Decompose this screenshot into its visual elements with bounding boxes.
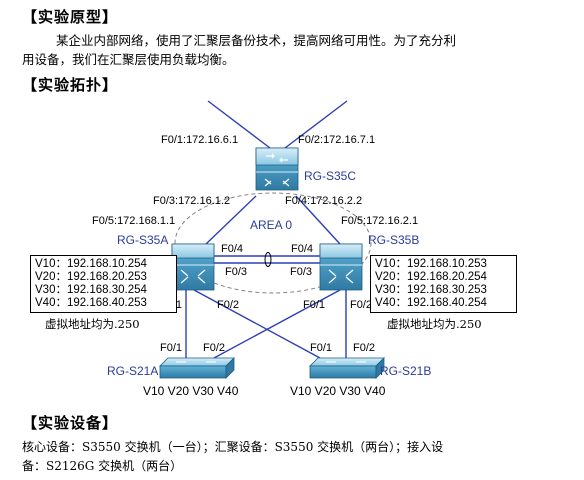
core-f03-label: F0/3:172.16.1.2 bbox=[153, 195, 230, 207]
dist-b-vlan-box: V10：192.168.10.253 V20：192.168.20.254 V3… bbox=[370, 255, 517, 313]
access-switch-a-icon bbox=[159, 357, 235, 379]
access-a-name: RG-S21A bbox=[107, 364, 158, 378]
dist-a-name: RG-S35A bbox=[117, 233, 168, 247]
dist-a-vlan-20: V20：192.168.20.253 bbox=[35, 271, 147, 283]
dist-b-f02-label: F0/2 bbox=[350, 299, 372, 311]
dist-switch-a-icon bbox=[171, 243, 215, 291]
link-core-dist-a bbox=[205, 195, 257, 245]
access-a-f02-label: F0/2 bbox=[203, 342, 225, 354]
core-uplink-f02 bbox=[284, 100, 348, 149]
dist-b-vlan-40: V40：192.168.40.254 bbox=[375, 297, 487, 309]
core-f01-label: F0/1:172.16.6.1 bbox=[161, 134, 238, 146]
prototype-text-line-2: 用设备，我们在汇聚层使用负载均衡。 bbox=[22, 52, 235, 67]
dist-a-vlan-10: V10：192.168.10.254 bbox=[35, 258, 147, 270]
core-switch-icon bbox=[255, 147, 299, 191]
core-switch-name: RG-S35C bbox=[304, 169, 356, 183]
access-b-f01-label: F0/1 bbox=[310, 342, 332, 354]
dist-a-virtual-address-note: 虚拟地址均为.250 bbox=[45, 317, 140, 331]
dist-b-virtual-address-note: 虚拟地址均为.250 bbox=[387, 317, 482, 331]
core-f04-label: F0/4:172.16.2.2 bbox=[285, 195, 362, 207]
prototype-heading: 【实验原型】 bbox=[22, 8, 119, 26]
dist-a-vlan-box: V10：192.168.10.254 V20：192.168.20.253 V3… bbox=[30, 255, 177, 313]
access-a-vlans: V10 V20 V30 V40 bbox=[143, 384, 239, 398]
access-switch-b-icon bbox=[309, 357, 385, 379]
equipment-heading: 【实验设备】 bbox=[22, 414, 119, 432]
prototype-text-line-1: 某企业内部网络，使用了汇聚层备份技术，提高网络可用性。为了充分利 bbox=[56, 33, 457, 48]
dist-a-f05-label: F0/5:172.168.1.1 bbox=[92, 215, 175, 227]
topology-heading: 【实验拓扑】 bbox=[22, 76, 119, 94]
dist-a-f03-label: F0/3 bbox=[225, 266, 247, 278]
link-dist-b-access-a bbox=[213, 289, 341, 359]
core-uplink-f01 bbox=[207, 100, 271, 149]
dist-b-f03-label: F0/3 bbox=[290, 266, 312, 278]
link-core-dist-b bbox=[295, 195, 341, 245]
dist-a-f04-label: F0/4 bbox=[221, 243, 243, 255]
equipment-text-line-1: 核心设备：S3550 交换机（一台）；汇聚设备：S3550 交换机（两台）；接入… bbox=[22, 440, 444, 454]
access-a-f01-label: F0/1 bbox=[160, 342, 182, 354]
dist-b-vlan-20: V20：192.168.20.254 bbox=[375, 271, 487, 283]
aggregation-port-ellipse bbox=[264, 252, 272, 267]
dist-a-vlan-40: V40：192.168.40.253 bbox=[35, 297, 147, 309]
dist-b-vlan-10: V10：192.168.10.253 bbox=[375, 258, 487, 270]
dist-b-f04-label: F0/4 bbox=[291, 243, 313, 255]
dist-a-f02-label: F0/2 bbox=[217, 299, 239, 311]
access-b-vlans: V10 V20 V30 V40 bbox=[290, 384, 386, 398]
ospf-area-label: AREA 0 bbox=[250, 218, 292, 232]
core-f02-label: F0/2:172.16.7.1 bbox=[298, 134, 375, 146]
access-b-name: RG-S21B bbox=[380, 364, 431, 378]
dist-b-f01-label: F0/1 bbox=[303, 299, 325, 311]
equipment-text-line-2: 备：S2126G 交换机（两台） bbox=[22, 459, 183, 473]
dist-b-vlan-30: V30：192.168.30.253 bbox=[375, 284, 487, 296]
link-dist-a-access-b bbox=[193, 289, 321, 359]
ospf-area-boundary bbox=[174, 192, 372, 294]
dist-b-f05-label: F0/5:172.16.2.1 bbox=[341, 215, 418, 227]
access-b-f02-label: F0/2 bbox=[353, 342, 375, 354]
dist-a-vlan-30: V30：192.168.30.254 bbox=[35, 284, 147, 296]
dist-b-name: RG-S35B bbox=[368, 233, 419, 247]
dist-switch-b-icon bbox=[319, 243, 363, 291]
